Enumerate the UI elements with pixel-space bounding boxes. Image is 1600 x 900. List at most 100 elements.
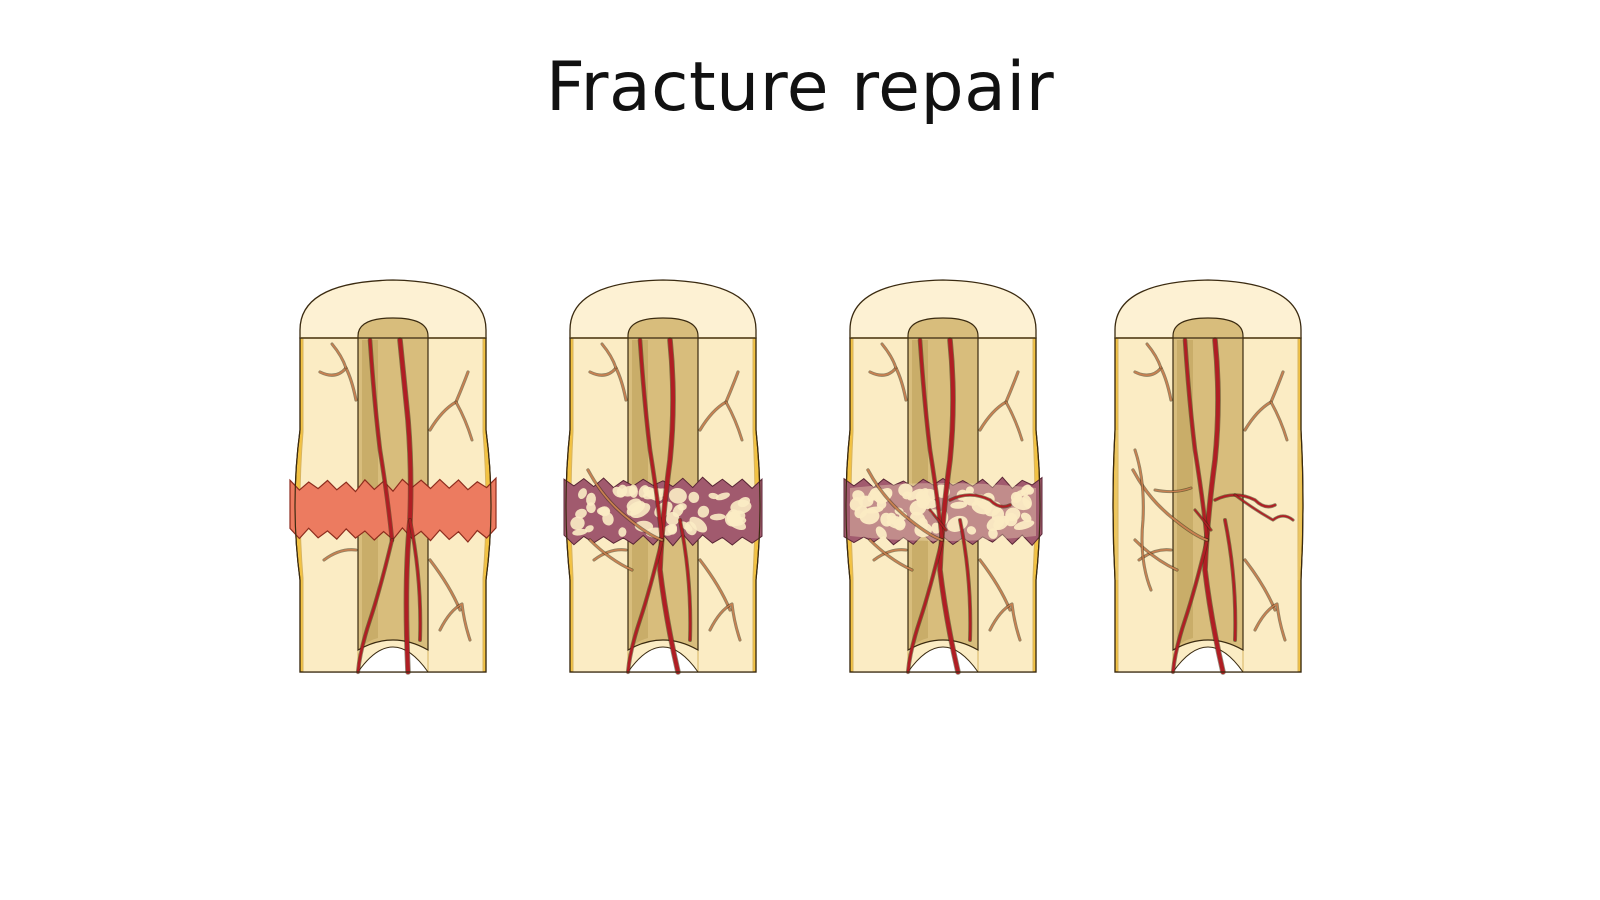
trabecula — [667, 524, 678, 535]
trabecula — [612, 486, 625, 498]
blood-vessel — [601, 343, 617, 369]
blood-vessel — [929, 509, 947, 531]
blood-vessel — [638, 338, 664, 542]
blood-vessel — [1214, 494, 1276, 508]
bone-stage-soft-callus — [563, 279, 763, 675]
trabecula — [618, 527, 627, 537]
trabecula — [665, 511, 680, 526]
blood-vessel — [869, 539, 913, 571]
blood-vessel — [1146, 343, 1162, 369]
trabecula — [680, 521, 693, 532]
trabecula — [1020, 484, 1032, 496]
blood-vessel — [626, 538, 664, 674]
trabecula — [909, 500, 927, 516]
trabecula — [966, 526, 977, 535]
cavity-opening — [1172, 646, 1244, 673]
trabecula — [886, 512, 897, 522]
blood-vessel — [408, 518, 422, 642]
trabecula — [586, 492, 596, 506]
blood-vessel — [1171, 538, 1209, 674]
trabecula — [626, 498, 642, 512]
blood-vessel — [1270, 401, 1288, 441]
blood-vessel — [587, 469, 663, 541]
stages-group — [289, 279, 1304, 675]
trabecula — [849, 497, 863, 511]
trabecula — [575, 508, 587, 519]
blood-vessel — [368, 338, 394, 542]
blood-vessel — [1254, 603, 1286, 641]
trabecula — [709, 513, 726, 521]
bone-end-cap — [849, 279, 1037, 339]
trabecula — [1022, 494, 1032, 509]
bone-stage-bony-callus — [843, 279, 1043, 675]
cavity-opening — [907, 646, 979, 673]
bone-outline — [565, 337, 761, 673]
blood-vessel — [881, 343, 897, 369]
blood-vessel — [398, 338, 413, 674]
blood-vessel — [1234, 494, 1294, 521]
medulla-shade — [1177, 340, 1193, 646]
trabecula — [708, 492, 719, 500]
trabecula — [629, 484, 638, 498]
remodel-edge-right — [1297, 429, 1302, 581]
bone-outline — [845, 337, 1041, 673]
blood-vessel — [439, 603, 471, 641]
trabecula — [907, 488, 923, 501]
trabecula — [1010, 491, 1022, 503]
trabecula — [1020, 512, 1032, 523]
bone-outline — [294, 337, 492, 673]
bone-stage-remodeling — [1112, 279, 1304, 675]
trabecula — [1013, 520, 1035, 530]
trabecula — [859, 508, 880, 525]
trabecula — [920, 488, 937, 502]
blood-vessel — [867, 469, 943, 541]
blood-vessel — [1005, 401, 1023, 441]
blood-vessel — [1154, 487, 1192, 493]
trabecula — [585, 525, 594, 533]
trabecula — [668, 487, 687, 504]
bone-outline — [1112, 337, 1304, 673]
blood-vessel — [725, 401, 743, 441]
slide-title: Fracture repair — [545, 48, 1055, 127]
remodel-edge-left — [1114, 429, 1119, 581]
blood-vessel — [356, 538, 394, 674]
blood-vessel — [1183, 338, 1209, 542]
blood-vessel — [873, 548, 907, 561]
blood-vessel — [1223, 518, 1237, 642]
trabecula — [688, 491, 700, 503]
bone-end-cap — [569, 279, 757, 339]
trabecula — [578, 488, 587, 500]
bone-stage-hematoma — [289, 279, 497, 675]
trabecula — [689, 516, 708, 533]
trabecula — [726, 516, 747, 531]
trabecula — [737, 497, 751, 508]
bone-end-cap — [1114, 279, 1302, 339]
trabecula — [902, 491, 912, 500]
trabecula — [677, 503, 687, 511]
blood-vessel — [906, 538, 944, 674]
blood-vessel — [938, 338, 960, 674]
blood-vessel — [949, 494, 1011, 508]
trabecula — [986, 516, 1005, 532]
blood-vessel — [1194, 509, 1212, 531]
blood-vessel — [589, 539, 633, 571]
trabecula — [572, 528, 588, 536]
blood-vessel — [989, 603, 1021, 641]
trabecula — [697, 505, 710, 518]
blood-vessel — [1134, 539, 1178, 571]
bone-end-cap — [299, 279, 487, 339]
trabecula — [875, 526, 887, 540]
trabecula — [715, 492, 730, 501]
blood-vessel — [1134, 449, 1152, 591]
cavity-opening — [627, 646, 699, 673]
blood-vessel — [918, 338, 944, 542]
blood-vessel — [1203, 338, 1225, 674]
blood-vessel — [331, 343, 347, 369]
blood-vessel — [678, 518, 692, 642]
hematoma — [289, 476, 497, 543]
trabecula — [570, 516, 585, 531]
blood-vessel — [958, 518, 972, 642]
blood-vessel — [455, 401, 473, 441]
